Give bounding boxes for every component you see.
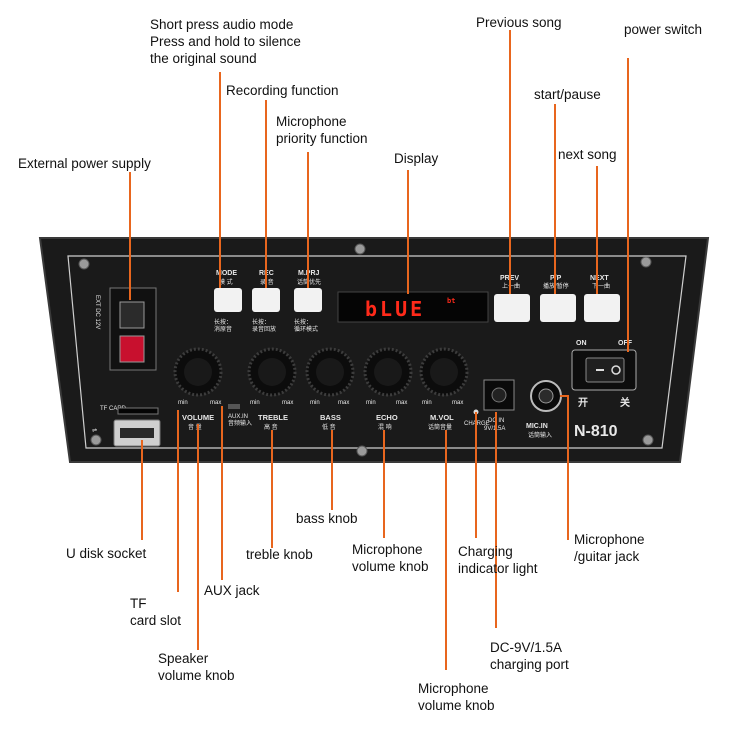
screw-icon [642, 434, 654, 446]
screw-icon [78, 258, 90, 270]
display-suffix: bt [447, 297, 455, 305]
mvol-cn-label: 话筒音量 [428, 423, 452, 431]
power-switch[interactable] [571, 349, 637, 391]
label-treble-knob: treble knob [246, 547, 313, 562]
mprj-button-cn: 话筒优先 [297, 278, 321, 286]
rec-button-sub: 长按：录音回放 [252, 318, 276, 333]
ext-dc-text: EXT DC 12V [94, 295, 100, 329]
next-button-cn: 下一曲 [592, 282, 610, 290]
echo-label: ECHO [376, 413, 398, 422]
echo-max-label: max [396, 400, 407, 406]
bass-cn-label: 低 音 [322, 423, 336, 431]
display-text: bLUE [365, 297, 425, 321]
knob-bass[interactable] [305, 347, 355, 397]
label-audio-mode: Short press audio mode Press and hold to… [150, 17, 301, 66]
label-dc-port: DC-9V/1.5A charging port [490, 640, 569, 672]
aux-jack[interactable] [228, 404, 240, 409]
mic-in-cn: 话筒输入 [528, 431, 552, 439]
on-cn-label: 开 [578, 397, 588, 409]
label-mic-volume-mvol: Microphone volume knob [418, 681, 495, 713]
label-recording: Recording function [226, 83, 339, 98]
usb-icon: ⇌ [92, 427, 97, 434]
mode-button-sub: 长按：消原音 [214, 318, 232, 333]
screw-icon [90, 434, 102, 446]
prev-button-cn: 上一曲 [502, 282, 520, 290]
off-label: OFF [618, 340, 633, 347]
leader-mic-jack [560, 395, 569, 540]
prev-button[interactable] [494, 294, 530, 322]
treble-min-label: min [250, 400, 260, 406]
rec-button[interactable] [252, 288, 280, 312]
model-text: N-810 [574, 423, 618, 440]
label-power-switch: power switch [624, 22, 703, 37]
mvol-label: M.VOL [430, 413, 454, 422]
knob-echo[interactable] [363, 347, 413, 397]
tf-card-label: TF CARD [100, 406, 127, 412]
volume-max-label: max [210, 400, 221, 406]
tf-card-slot[interactable] [117, 407, 159, 415]
external-power-terminal[interactable] [109, 287, 157, 371]
volume-min-label: min [178, 400, 188, 406]
next-button[interactable] [584, 294, 620, 322]
mprj-button-sub: 长按：循环模式 [294, 318, 318, 333]
knob-mvol[interactable] [419, 347, 469, 397]
terminal-clip-red [119, 335, 145, 363]
dc-charging-port[interactable] [483, 379, 515, 411]
echo-cn-label: 混 响 [378, 423, 392, 431]
play-pause-button[interactable] [540, 294, 576, 322]
screw-icon [356, 445, 368, 457]
panel-inner-frame [67, 255, 687, 449]
echo-min-label: min [366, 400, 376, 406]
treble-label: TREBLE [258, 413, 288, 422]
label-mic-volume-echo: Microphone volume knob [352, 542, 429, 574]
screw-icon [354, 243, 366, 255]
screws [78, 243, 654, 457]
bass-label: BASS [320, 413, 341, 422]
label-previous-song: Previous song [476, 15, 562, 30]
treble-cn-label: 高 音 [264, 423, 278, 431]
leader-lines [129, 30, 629, 670]
next-button-label: NEXT [590, 275, 609, 282]
mode-button[interactable] [214, 288, 242, 312]
label-charging-light: Charging indicator light [458, 544, 538, 576]
label-u-disk: U disk socket [66, 546, 147, 561]
label-start-pause: start/pause [534, 87, 601, 102]
label-speaker-volume: Speaker volume knob [158, 651, 235, 683]
label-bass-knob: bass knob [296, 511, 358, 526]
on-label: ON [576, 340, 587, 347]
bass-max-label: max [338, 400, 349, 406]
label-tf-card: TF card slot [130, 596, 182, 628]
label-display: Display [394, 151, 439, 166]
mic-guitar-jack[interactable] [530, 380, 562, 412]
mvol-max-label: max [452, 400, 463, 406]
led-display [337, 291, 489, 323]
dc-spec-label: 9V/1.5A [484, 426, 505, 432]
volume-label: VOLUME [182, 413, 214, 422]
screw-icon [640, 256, 652, 268]
mic-in-label: MIC.IN [526, 423, 548, 430]
mode-button-label: MODE [216, 270, 237, 277]
label-next-song: next song [558, 147, 617, 162]
bass-min-label: min [310, 400, 320, 406]
label-external-power: External power supply [18, 156, 151, 171]
label-mic-guitar-jack: Microphone /guitar jack [574, 532, 645, 564]
treble-max-label: max [282, 400, 293, 406]
label-mic-priority: Microphone priority function [276, 114, 368, 146]
terminal-clip-black [119, 301, 145, 329]
knob-treble[interactable] [247, 347, 297, 397]
knob-volume[interactable] [173, 347, 223, 397]
mprj-button[interactable] [294, 288, 322, 312]
aux-in-cn: 音频输入 [228, 419, 252, 427]
label-aux-jack: AUX jack [204, 583, 260, 598]
mode-button-cn: 模 式 [219, 278, 233, 286]
mvol-min-label: min [422, 400, 432, 406]
usb-socket[interactable] [113, 419, 161, 447]
off-cn-label: 关 [620, 396, 630, 409]
aux-in-label: AUX.IN [228, 414, 248, 420]
volume-cn-label: 音 量 [188, 423, 202, 431]
